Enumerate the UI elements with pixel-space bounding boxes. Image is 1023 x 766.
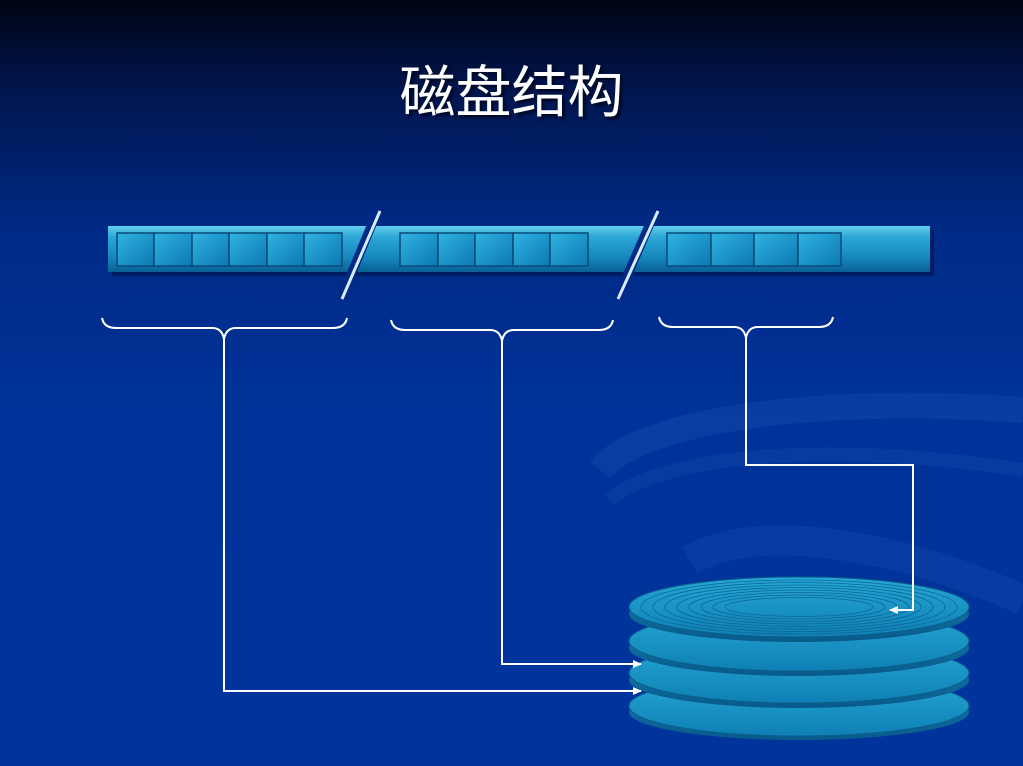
swirl-arc (589, 392, 1023, 479)
slide-title: 磁盘结构 (399, 61, 624, 126)
connector-arrow-1 (223, 339, 642, 695)
track-ring (712, 594, 886, 620)
block-group-1 (116, 232, 343, 267)
connector-arrow-2 (501, 341, 642, 668)
block (549, 232, 589, 267)
block (666, 232, 712, 267)
brace-1 (101, 317, 348, 340)
platter-1 (628, 576, 970, 642)
block (399, 232, 439, 267)
block (474, 232, 514, 267)
swirl-arc (605, 447, 1023, 506)
track-ring (664, 584, 934, 630)
platter-surface (628, 576, 970, 638)
block (797, 232, 842, 267)
break-mark-1 (336, 210, 382, 300)
block (266, 232, 305, 267)
track-ring (724, 597, 874, 617)
brace-3 (658, 316, 834, 339)
block (228, 232, 268, 267)
track-ring (676, 587, 922, 627)
block (437, 232, 476, 267)
track-ring (688, 589, 910, 625)
break-mark-2 (612, 210, 660, 300)
swirl-arc (682, 525, 1023, 614)
break-line (616, 210, 660, 300)
block (303, 232, 343, 267)
track-ring (640, 579, 958, 635)
block (116, 232, 155, 267)
block (191, 232, 230, 267)
block (153, 232, 193, 267)
break-line (340, 210, 382, 300)
track-ring (652, 582, 946, 632)
block-group-3 (666, 232, 842, 267)
block-group-2 (399, 232, 589, 267)
connector-arrow-3 (745, 338, 914, 614)
disk-platter-stack (628, 576, 970, 740)
brace-2 (390, 319, 614, 342)
block (710, 232, 755, 267)
block (753, 232, 799, 267)
block (512, 232, 551, 267)
